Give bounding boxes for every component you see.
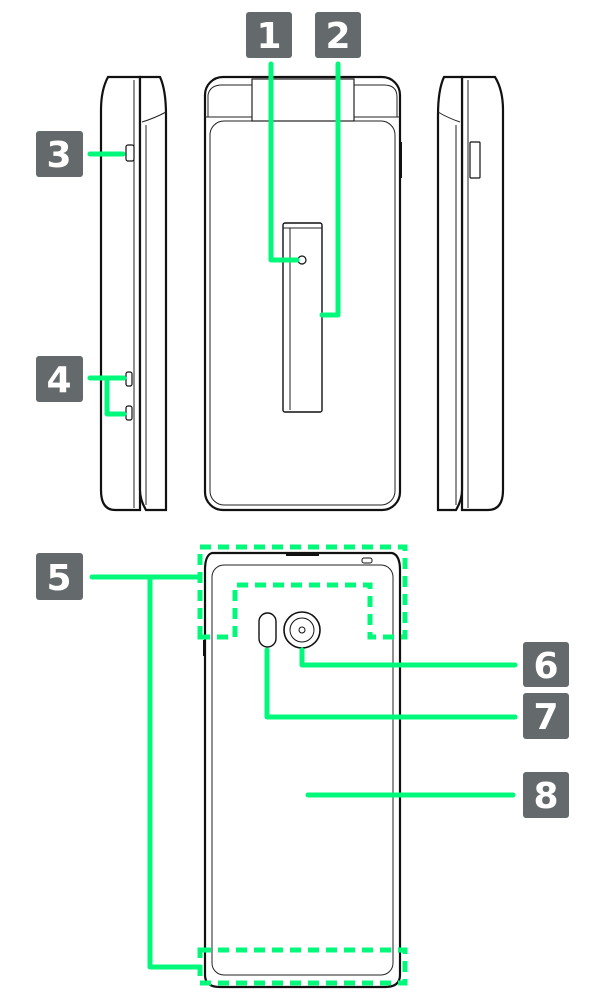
callout-number: 8 [533, 776, 558, 817]
port-cover [125, 144, 135, 162]
callout-badge-6: 6 [523, 642, 569, 687]
side-key-upper [125, 371, 133, 387]
callout-line-7 [264, 647, 518, 720]
callout-number: 6 [533, 646, 558, 687]
callout-number: 2 [325, 16, 350, 57]
callout-badge-7: 7 [523, 693, 569, 739]
phone-left-side-view [99, 75, 168, 512]
callout-number: 3 [46, 135, 71, 176]
back-stripe [282, 222, 323, 413]
phone-closed-front-view [203, 75, 402, 512]
callout-line-5 [89, 574, 203, 970]
callout-badge-5: 5 [36, 553, 83, 600]
callout-badge-2: 2 [315, 12, 361, 58]
antenna-area-top [197, 544, 408, 640]
callout-number: 7 [533, 697, 558, 738]
callout-badge-4: 4 [36, 356, 83, 402]
callout-line-4 [87, 375, 127, 417]
phone-back-view [203, 551, 402, 989]
callout-number: 5 [46, 558, 71, 599]
side-connector [469, 141, 481, 179]
callout-line-6 [299, 647, 518, 668]
phone-right-side-view [436, 75, 505, 512]
callout-badge-3: 3 [36, 131, 83, 177]
callout-line-2 [319, 61, 341, 318]
rear-camera [283, 611, 321, 649]
callout-badge-1: 1 [246, 12, 292, 58]
side-key-lower [125, 405, 133, 421]
flash-light [258, 612, 277, 648]
callout-number: 4 [46, 360, 71, 401]
callout-line-1 [268, 61, 300, 263]
callout-number: 1 [256, 16, 281, 57]
callout-badge-8: 8 [523, 772, 569, 818]
